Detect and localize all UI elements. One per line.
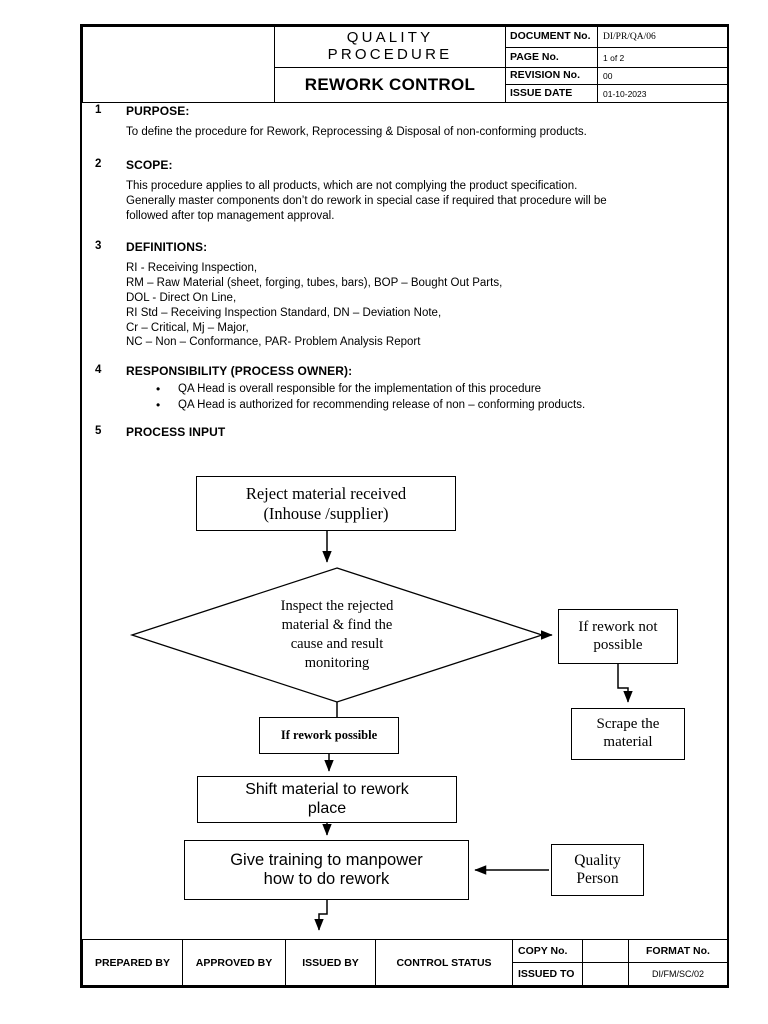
section-text-definitions: RI - Receiving Inspection, RM – Raw Mate…: [126, 261, 721, 351]
flow-node-scrape-the-material: Scrape the material: [571, 708, 685, 760]
section-scope: 2 SCOPE: This procedure applies to all p…: [82, 158, 727, 224]
quality-line-1: Quality: [574, 851, 621, 869]
rework-not-line-2: possible: [593, 636, 643, 653]
issue-date-value: 01-10-2023: [597, 84, 728, 103]
section-text-purpose: To define the procedure for Rework, Repr…: [126, 125, 721, 140]
scope-line-3: followed after top management approval.: [126, 209, 335, 222]
scrape-line-2: material: [603, 734, 653, 750]
arrow-training-to-next: [314, 900, 328, 931]
decision-line-3: cause and result: [290, 636, 384, 652]
section-process-input: 5 PROCESS INPUT: [82, 425, 727, 439]
decision-line-2: material & find the: [281, 617, 393, 634]
flow-node-give-training-to-manpower: Give training to manpower how to do rewo…: [184, 840, 469, 900]
scrape-line-1: Scrape the: [596, 716, 660, 733]
header-quality-procedure-cell: QUALITY PROCEDURE: [274, 26, 506, 68]
section-heading-purpose: PURPOSE:: [126, 104, 190, 118]
scope-line-2: Generally master components don’t do rew…: [126, 194, 607, 207]
training-line-2: how to do rework: [263, 870, 390, 888]
spacer: [82, 413, 727, 425]
section-number-3: 3: [95, 239, 102, 252]
flow-node-if-rework-not-possible: If rework not possible: [558, 609, 678, 664]
document-title: REWORK CONTROL: [274, 67, 506, 103]
section-heading-definitions: DEFINITIONS:: [126, 239, 208, 254]
quality-line-2: Person: [576, 870, 619, 887]
footer-copy-no-label: COPY No.: [512, 939, 583, 963]
section-text-scope: This procedure applies to all products, …: [126, 179, 721, 224]
footer-approved-by: APPROVED BY: [182, 939, 286, 986]
arrow-rework-not-to-scrape: [617, 664, 633, 703]
document-footer-table: PREPARED BY APPROVED BY ISSUED BY CONTRO…: [82, 939, 728, 986]
section-purpose: 1 PURPOSE: To define the procedure for R…: [82, 104, 727, 140]
footer-format-no-label: FORMAT No.: [628, 939, 728, 963]
footer-issued-to-label: ISSUED TO: [512, 962, 583, 986]
definition-line-3: DOL - Direct On Line,: [126, 291, 237, 304]
spacer: [82, 224, 727, 240]
list-item: QA Head is authorized for recommending r…: [156, 397, 721, 414]
scope-line-1: This procedure applies to all products, …: [126, 179, 578, 192]
flow-node-if-rework-possible: If rework possible: [259, 717, 399, 754]
spacer: [82, 140, 727, 158]
reject-line-1: Reject material received: [245, 484, 407, 504]
reject-line-2: (Inhouse /supplier): [263, 503, 389, 523]
definition-line-2: RM – Raw Material (sheet, forging, tubes…: [126, 276, 503, 289]
purpose-line-1: To define the procedure for Rework, Repr…: [126, 126, 587, 138]
footer-copy-no-value[interactable]: [582, 939, 629, 963]
flow-node-reject-material-received: Reject material received (Inhouse /suppl…: [196, 476, 456, 531]
section-responsibility: 4 RESPONSIBILITY (PROCESS OWNER): QA Hea…: [82, 364, 727, 413]
page-no-label: PAGE No.: [505, 47, 598, 68]
section-definitions: 3 DEFINITIONS: RI - Receiving Inspection…: [82, 240, 727, 351]
document-page-frame: QUALITY PROCEDURE DOCUMENT No. DI/PR/QA/…: [80, 24, 729, 988]
flow-node-shift-material-to-rework-place: Shift material to rework place: [197, 776, 457, 823]
document-no-value: DI/PR/QA/06: [597, 26, 728, 48]
document-no-label: DOCUMENT No.: [505, 26, 598, 48]
list-item: QA Head is overall responsible for the i…: [156, 381, 721, 398]
header-logo-cell: [82, 26, 275, 103]
responsibility-bullet-list: QA Head is overall responsible for the i…: [126, 381, 721, 414]
section-heading-process-input: PROCESS INPUT: [126, 425, 226, 440]
footer-control-status: CONTROL STATUS: [375, 939, 513, 986]
training-line-1: Give training to manpower: [230, 850, 423, 869]
quality-title-line1: QUALITY: [346, 29, 434, 47]
decision-line-1: Inspect the rejected: [280, 598, 394, 615]
flow-node-quality-person: Quality Person: [551, 844, 644, 896]
decision-line-4: monitoring: [304, 654, 370, 671]
section-heading-scope: SCOPE:: [126, 157, 173, 172]
revision-no-value: 00: [597, 67, 728, 85]
shift-line-2: place: [307, 799, 347, 817]
document-header-table: QUALITY PROCEDURE DOCUMENT No. DI/PR/QA/…: [82, 26, 728, 103]
shift-line-1: Shift material to rework: [245, 780, 409, 798]
footer-prepared-by: PREPARED BY: [82, 939, 183, 986]
section-number-2: 2: [95, 157, 102, 170]
definition-line-4: RI Std – Receiving Inspection Standard, …: [126, 306, 442, 319]
footer-format-no-value: DI/FM/SC/02: [628, 962, 728, 986]
issue-date-label: ISSUE DATE: [505, 84, 598, 103]
document-body: 1 PURPOSE: To define the procedure for R…: [82, 104, 727, 439]
process-flowchart: Reject material received (Inhouse /suppl…: [82, 446, 731, 946]
section-number-1: 1: [95, 104, 102, 116]
if-rework-possible-label: If rework possible: [280, 728, 378, 743]
spacer: [82, 350, 727, 364]
decision-label: Inspect the rejected material & find the…: [132, 568, 542, 702]
definition-line-1: RI - Receiving Inspection,: [126, 261, 258, 274]
section-heading-responsibility: RESPONSIBILITY (PROCESS OWNER):: [126, 364, 353, 379]
definition-line-6: NC – Non – Conformance, PAR- Problem Ana…: [126, 336, 421, 349]
rework-not-line-1: If rework not: [578, 618, 658, 635]
section-number-4: 4: [95, 364, 102, 377]
quality-title-line2: PROCEDURE: [327, 46, 453, 63]
section-number-5: 5: [95, 425, 102, 438]
footer-issued-by: ISSUED BY: [285, 939, 376, 986]
page-no-value: 1 of 2: [597, 47, 728, 68]
footer-issued-to-value[interactable]: [582, 962, 629, 986]
flow-node-inspect-decision: Inspect the rejected material & find the…: [132, 568, 542, 702]
definition-line-5: Cr – Critical, Mj – Major,: [126, 321, 249, 334]
revision-no-label: REVISION No.: [505, 67, 598, 85]
